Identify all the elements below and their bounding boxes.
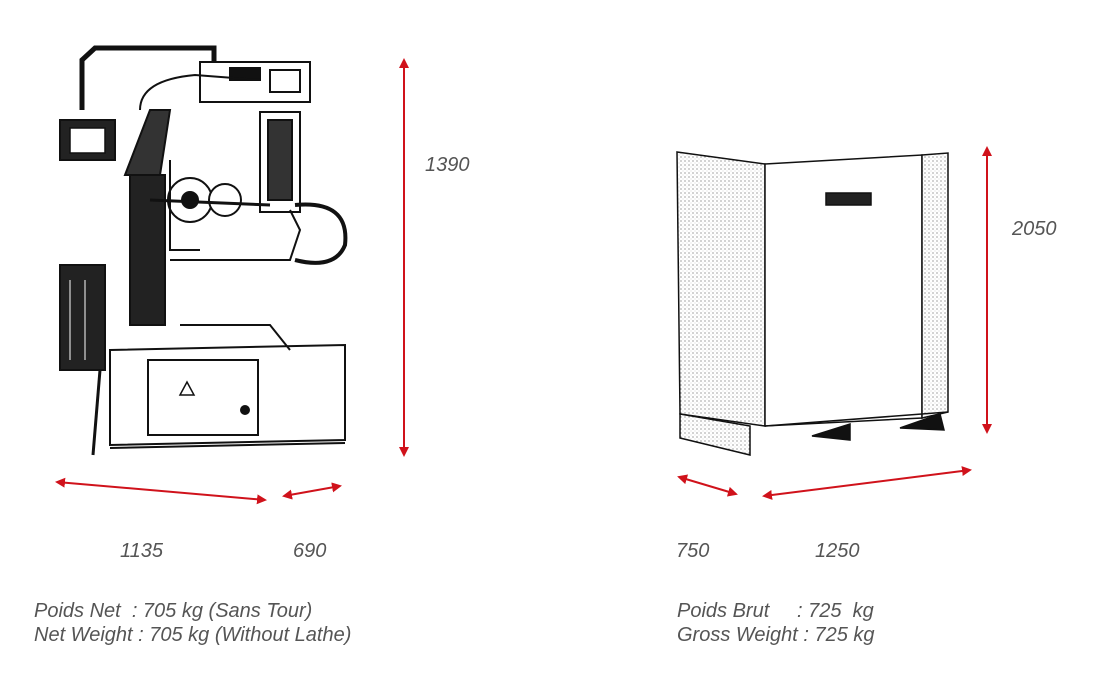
machine-width-arrow — [282, 482, 342, 500]
crate-depth-arrow — [677, 474, 738, 497]
crate-gross-weight-fr: Poids Brut : 725 kg — [677, 600, 874, 622]
machine-illustration — [59, 45, 348, 456]
crate-height-label: 2050 — [1012, 218, 1057, 240]
crate-length-label: 1250 — [815, 540, 860, 562]
machine-length-label: 1135 — [120, 540, 164, 562]
crate-depth-label: 750 — [676, 540, 710, 562]
machine-height-label: 1390 — [425, 154, 470, 176]
machine-net-weight-en: Net Weight : 705 kg (Without Lathe) — [34, 624, 352, 646]
crate-length-arrow — [762, 466, 972, 500]
machine-net-weight-fr: Poids Net : 705 kg (Sans Tour) — [34, 600, 313, 622]
crate-gross-weight-en: Gross Weight : 725 kg — [677, 624, 875, 646]
crate-illustration — [676, 151, 949, 456]
machine-width-label: 690 — [293, 540, 327, 562]
machine-length-arrow — [55, 477, 267, 505]
